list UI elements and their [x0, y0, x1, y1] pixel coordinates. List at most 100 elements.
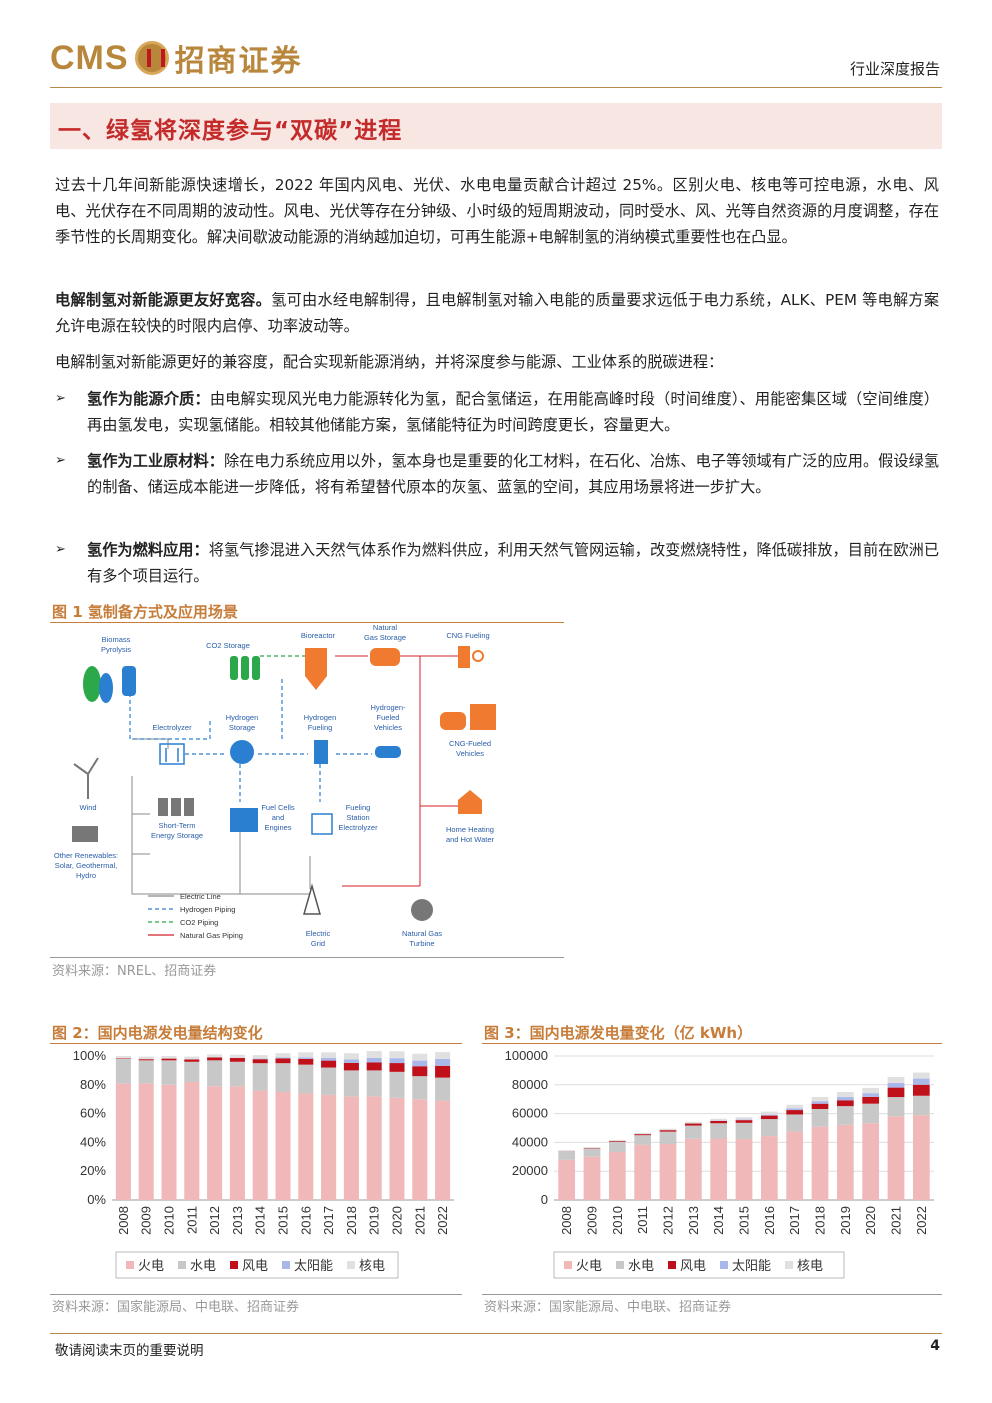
biomass-icon — [83, 666, 136, 703]
bar-segment — [887, 1097, 905, 1117]
bar-segment — [138, 1060, 154, 1084]
legend-label: 火电 — [138, 1259, 164, 1274]
bar-segment — [710, 1123, 728, 1139]
legend-swatch — [720, 1261, 728, 1269]
svg-text:and Hot Water: and Hot Water — [446, 835, 495, 844]
figure-3-title: 图 3：国内电源发电量变化（亿 kWh） — [484, 1024, 753, 1042]
bar-segment — [252, 1058, 268, 1060]
x-tick-label: 2021 — [889, 1206, 904, 1235]
bar-segment — [684, 1123, 702, 1126]
bar-segment — [389, 1058, 405, 1064]
figure-1-bottom-rule — [50, 957, 564, 958]
bar-segment — [583, 1156, 601, 1200]
bar-segment — [786, 1114, 804, 1132]
section-title: 一、绿氢将深度参与“双碳”进程 — [58, 118, 403, 144]
bar-segment — [760, 1136, 778, 1200]
bar-segment — [710, 1138, 728, 1200]
bar-segment — [207, 1060, 223, 1087]
svg-text:and: and — [272, 813, 285, 822]
bullet-item: ➢ 氢作为燃料应用：将氢气掺混进入天然气体系作为燃料供应，利用天然气管网运输，改… — [55, 537, 939, 589]
legend-swatch — [230, 1261, 238, 1269]
bar-segment — [412, 1066, 428, 1077]
bar-segment — [760, 1119, 778, 1137]
bioreactor-icon — [305, 648, 327, 690]
bar-segment — [389, 1051, 405, 1059]
bar-segment — [710, 1120, 728, 1124]
svg-text:Station: Station — [346, 813, 369, 822]
bar-segment — [184, 1059, 200, 1062]
bar-segment — [138, 1083, 154, 1200]
bar-segment — [608, 1140, 626, 1142]
figure-3-top-rule — [482, 1043, 942, 1044]
bar-segment — [786, 1131, 804, 1200]
legend-label: 核电 — [359, 1259, 385, 1274]
svg-text:Electric: Electric — [306, 929, 331, 938]
bar-segment — [229, 1086, 245, 1200]
x-tick-label: 2010 — [610, 1206, 625, 1235]
bar-segment — [558, 1151, 576, 1160]
x-tick-label: 2022 — [914, 1206, 929, 1235]
bar-segment — [836, 1097, 854, 1101]
svg-text:Vehicles: Vehicles — [374, 723, 402, 732]
bar-segment — [760, 1114, 778, 1116]
bullet-body: 将氢气掺混进入天然气体系作为燃料供应，利用天然气管网运输，改变燃烧特性，降低碳排… — [87, 541, 940, 585]
bar-segment — [811, 1103, 829, 1109]
bar-segment — [321, 1052, 337, 1059]
bar-segment — [836, 1092, 854, 1098]
bar-segment — [343, 1053, 359, 1060]
svg-text:Hydrogen Piping: Hydrogen Piping — [180, 905, 235, 914]
bar-segment — [887, 1082, 905, 1088]
figure-3-bottom-rule — [482, 1294, 942, 1295]
fueling-station-electrolyzer-icon — [311, 813, 333, 835]
bar-segment — [321, 1060, 337, 1068]
bar-segment — [735, 1117, 753, 1120]
bar-segment — [343, 1062, 359, 1071]
company-logo: CMS 招商证券 — [50, 36, 303, 80]
svg-text:Grid: Grid — [311, 939, 325, 948]
y-tick-label: 100% — [73, 1048, 107, 1063]
legend-swatch — [668, 1261, 676, 1269]
bar-segment — [115, 1083, 131, 1200]
bar-segment — [684, 1125, 702, 1139]
svg-text:CO2 Storage: CO2 Storage — [206, 641, 250, 650]
bar-segment — [735, 1139, 753, 1200]
bar-segment — [275, 1053, 291, 1058]
x-tick-label: 2008 — [116, 1206, 131, 1235]
bar-segment — [229, 1054, 245, 1058]
bar-segment — [659, 1130, 677, 1132]
y-tick-label: 100000 — [505, 1048, 548, 1063]
svg-text:Turbine: Turbine — [409, 939, 434, 948]
co2-storage-icon — [230, 656, 260, 680]
svg-text:Bioreactor: Bioreactor — [301, 631, 336, 640]
bar-segment — [115, 1058, 131, 1084]
bar-segment — [138, 1056, 154, 1060]
bar-segment — [412, 1076, 428, 1100]
bar-segment — [298, 1058, 314, 1065]
bar-segment — [366, 1051, 382, 1059]
bar-segment — [366, 1062, 382, 1071]
bar-segment — [634, 1144, 652, 1200]
bar-segment — [558, 1150, 576, 1152]
logo-cms-text: CMS — [50, 38, 129, 77]
legend-label: 太阳能 — [294, 1259, 333, 1274]
legend-label: 水电 — [628, 1259, 654, 1274]
x-tick-label: 2011 — [184, 1206, 199, 1234]
x-tick-label: 2016 — [298, 1206, 313, 1235]
footer-disclaimer: 敬请阅读末页的重要说明 — [55, 1343, 204, 1359]
section-title-bar: 一、绿氢将深度参与“双碳”进程 — [50, 103, 942, 149]
bar-segment — [275, 1057, 291, 1059]
paragraph-2-lead: 电解制氢对新能源更友好宽容。 — [55, 291, 272, 309]
y-tick-label: 80000 — [512, 1077, 548, 1092]
bar-segment — [252, 1090, 268, 1200]
bar-segment — [366, 1058, 382, 1063]
x-tick-label: 2017 — [321, 1206, 336, 1235]
bar-segment — [115, 1056, 131, 1059]
bar-segment — [887, 1116, 905, 1200]
x-tick-label: 2013 — [230, 1206, 245, 1235]
bar-segment — [207, 1054, 223, 1058]
bar-segment — [321, 1094, 337, 1200]
x-tick-label: 2016 — [762, 1206, 777, 1235]
x-tick-label: 2011 — [635, 1206, 650, 1234]
svg-text:CO2 Piping: CO2 Piping — [180, 918, 218, 927]
bar-segment — [786, 1108, 804, 1111]
